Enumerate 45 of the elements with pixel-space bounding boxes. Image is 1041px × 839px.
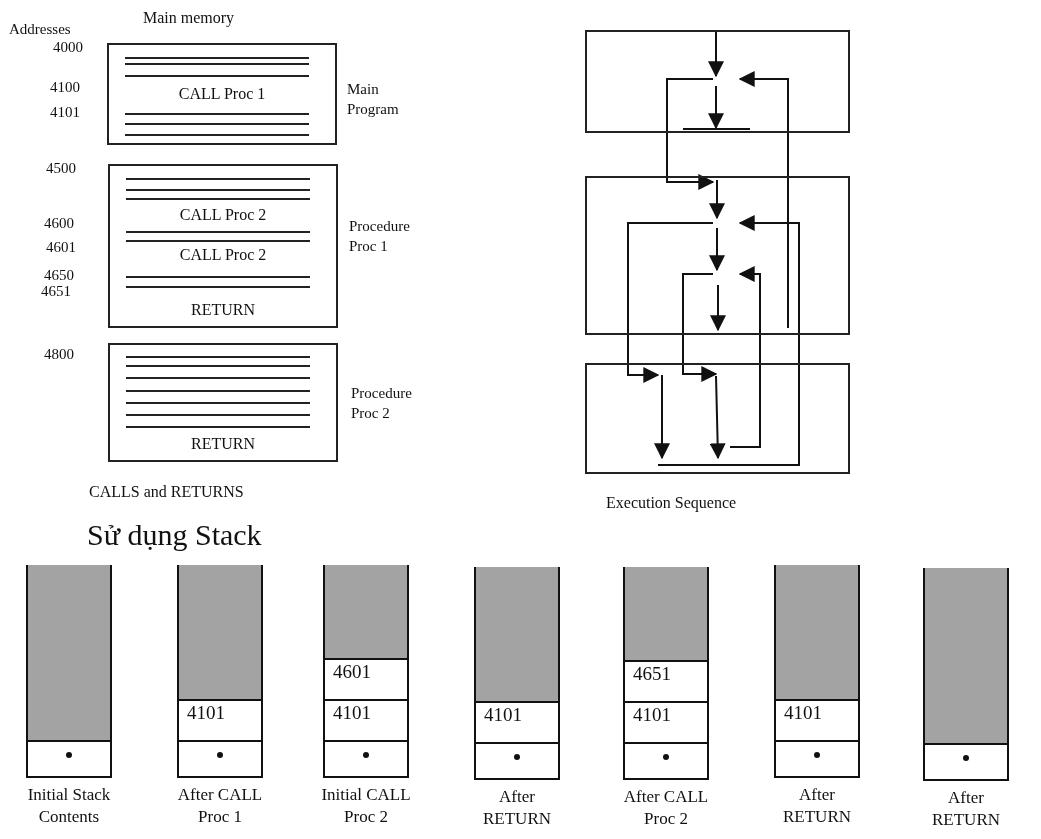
flow-arrow xyxy=(682,273,718,382)
execution-block xyxy=(585,363,850,474)
block-label: Main Program xyxy=(347,80,400,119)
label-text: CALLS and RETURNS xyxy=(89,483,244,502)
label-text: Sử dụng Stack xyxy=(87,518,262,553)
label-text: 4600 xyxy=(44,215,74,233)
instruction-text: CALL Proc 2 xyxy=(178,247,268,263)
stack-entry: 4651 xyxy=(625,662,707,703)
block-label: Procedure Proc 2 xyxy=(351,384,413,423)
stack-caption: After RETURN xyxy=(482,786,552,831)
label-text: 4800 xyxy=(44,346,74,364)
flow-arrow xyxy=(657,215,800,466)
label-text: 4601 xyxy=(46,239,76,257)
flow-arrow xyxy=(738,71,789,329)
label-text: 4650 xyxy=(44,267,74,285)
label-text: Addresses xyxy=(9,21,71,39)
flow-arrow xyxy=(729,266,761,448)
stack-entry: 4101 xyxy=(179,701,261,742)
stack-entry: 4101 xyxy=(476,703,558,744)
label-text: 4101 xyxy=(50,104,80,122)
instruction-text: CALL Proc 2 xyxy=(178,207,268,223)
stack-caption: After RETURN xyxy=(931,787,1001,832)
label-text: 4651 xyxy=(41,283,71,301)
instruction-text: RETURN xyxy=(190,302,256,318)
flow-arrow xyxy=(666,78,715,190)
stack-entry: 4101 xyxy=(776,701,858,742)
stack-entry: 4101 xyxy=(625,703,707,744)
flow-arrow xyxy=(627,222,714,383)
instruction-text: RETURN xyxy=(190,436,256,452)
block-label: Procedure Proc 1 xyxy=(349,217,411,256)
label-text: 4500 xyxy=(46,160,76,178)
stack-entry: 4601 xyxy=(325,660,407,701)
instruction-text: CALL Proc 1 xyxy=(177,86,267,102)
execution-block xyxy=(585,176,850,335)
stack-caption: After RETURN xyxy=(782,784,852,829)
stack-caption: Initial CALL Proc 2 xyxy=(320,784,412,829)
stack-caption: After CALL Proc 1 xyxy=(176,784,264,829)
label-text: Execution Sequence xyxy=(606,494,737,513)
stack-caption: After CALL Proc 2 xyxy=(622,786,710,831)
label-text: Main memory xyxy=(143,9,235,28)
label-text: 4100 xyxy=(50,79,80,97)
execution-block xyxy=(585,30,850,133)
stack-caption: Initial Stack Contents xyxy=(26,784,112,829)
stack-entry: 4101 xyxy=(325,701,407,742)
label-text: 4000 xyxy=(53,39,83,57)
